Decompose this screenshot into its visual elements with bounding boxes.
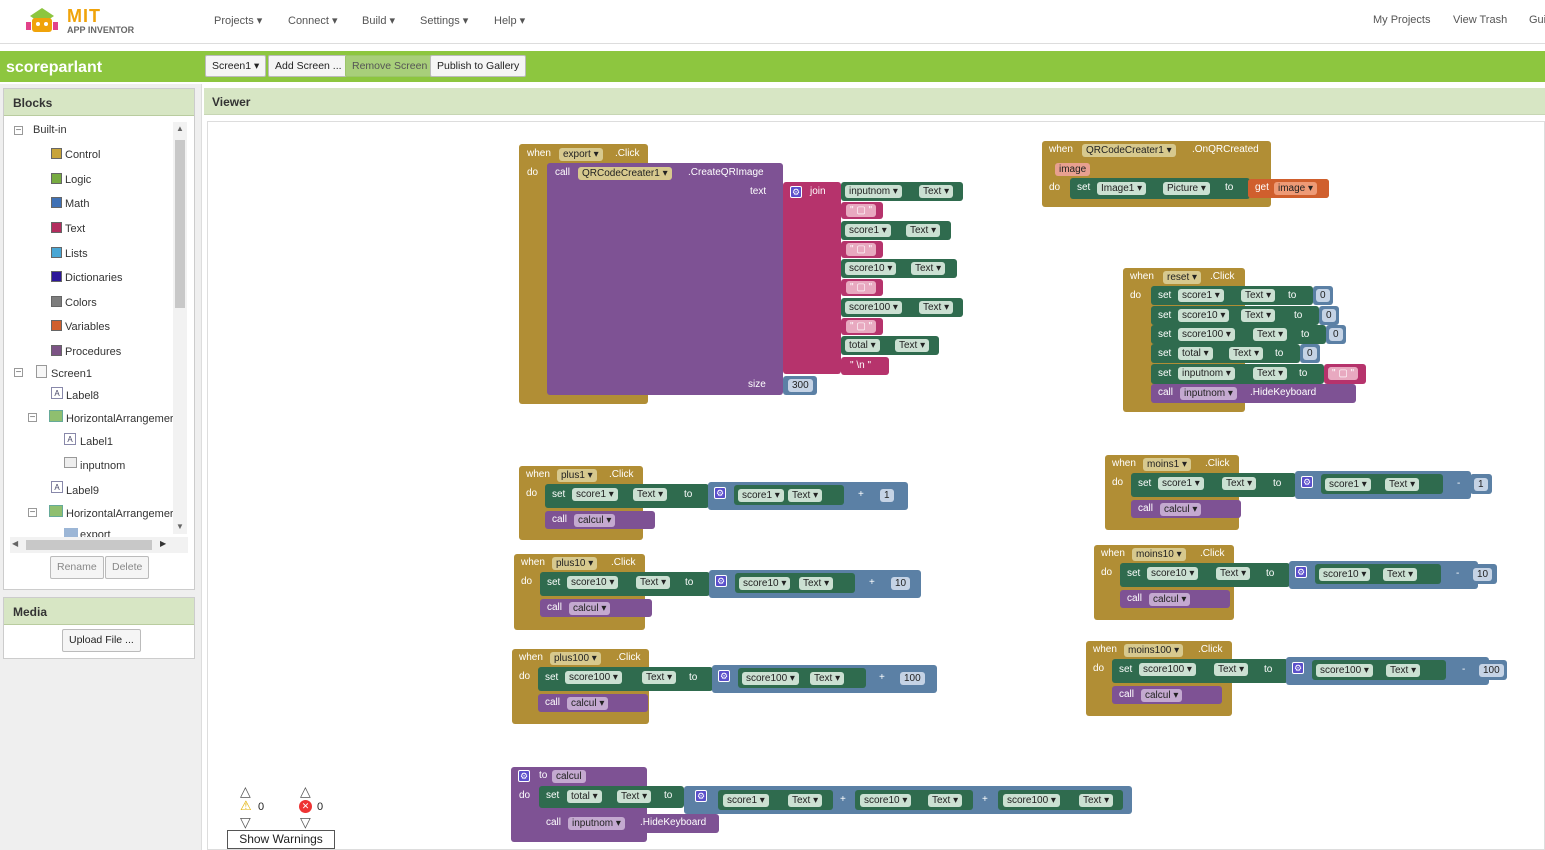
category-swatch-icon — [51, 222, 62, 233]
robot-logo-icon — [26, 8, 58, 32]
media-panel: Media Upload File ... — [3, 597, 195, 659]
label-icon: A — [51, 481, 63, 493]
tree-export[interactable]: export — [80, 529, 111, 538]
blocks-panel: Blocks — [3, 88, 195, 590]
arrangement-icon — [49, 505, 63, 517]
category-label: Control — [65, 149, 101, 161]
tree-hscrollbar[interactable]: ◀ ▶ — [10, 537, 188, 553]
category-label: Math — [65, 198, 90, 210]
category-variables[interactable]: Variables — [51, 320, 110, 333]
blocks-workspace[interactable] — [207, 121, 1545, 850]
collapse-toggle-icon[interactable]: − — [14, 125, 23, 136]
tree-builtin[interactable]: Built-in — [33, 124, 67, 136]
link-view-trash[interactable]: View Trash — [1453, 14, 1508, 26]
tree-label9[interactable]: Label9 — [66, 485, 100, 497]
category-swatch-icon — [51, 271, 62, 282]
clipped-row: export — [64, 526, 174, 538]
collapse-toggle-icon[interactable]: − — [28, 412, 37, 423]
textbox-icon — [64, 457, 77, 468]
collapse-toggle-icon[interactable]: − — [28, 507, 37, 518]
category-swatch-icon — [51, 345, 62, 356]
menu-projects[interactable]: Projects ▾ — [214, 15, 263, 27]
remove-screen-button[interactable]: Remove Screen — [345, 55, 435, 77]
scroll-down-icon[interactable]: ▼ — [176, 522, 184, 531]
category-label: Variables — [65, 321, 111, 333]
viewer-title: Viewer — [204, 88, 1545, 115]
warn-up-arrow-icon[interactable]: △ — [240, 783, 251, 799]
category-procedures[interactable]: Procedures — [51, 345, 121, 358]
media-panel-title: Media — [4, 598, 194, 625]
upload-file-button[interactable]: Upload File ... — [62, 629, 141, 652]
screen-icon — [36, 365, 47, 378]
category-logic[interactable]: Logic — [51, 173, 91, 186]
category-label: Procedures — [65, 346, 122, 358]
category-label: Logic — [65, 174, 92, 186]
category-swatch-icon — [51, 296, 62, 307]
viewer-panel: Viewer — [204, 88, 1545, 850]
scroll-thumb[interactable] — [26, 540, 152, 550]
scroll-right-icon[interactable]: ▶ — [160, 539, 167, 548]
err-up-arrow-icon[interactable]: △ — [300, 783, 311, 799]
category-label: Lists — [65, 248, 88, 260]
tree-screen1[interactable]: Screen1 — [51, 368, 92, 380]
scroll-thumb[interactable] — [175, 140, 185, 308]
label-icon: A — [64, 433, 76, 445]
error-count: 0 — [317, 801, 324, 813]
category-lists[interactable]: Lists — [51, 247, 88, 260]
category-math[interactable]: Math — [51, 197, 89, 210]
warning-count: 0 — [258, 801, 265, 813]
project-toolbar: scoreparlant Screen1 ▾ Add Screen ... Re… — [0, 51, 1545, 82]
show-warnings-button[interactable]: Show Warnings — [227, 830, 335, 849]
menu-help[interactable]: Help ▾ — [494, 15, 526, 27]
label-icon: A — [51, 387, 63, 399]
category-label: Colors — [65, 297, 97, 309]
scroll-left-icon[interactable]: ◀ — [12, 539, 19, 548]
top-bar: MIT APP INVENTOR Projects ▾ Connect ▾ Bu… — [0, 0, 1545, 44]
button-icon — [64, 528, 78, 538]
link-guide[interactable]: Gui — [1529, 14, 1545, 26]
menu-connect[interactable]: Connect ▾ — [288, 15, 338, 27]
category-label: Dictionaries — [65, 272, 123, 284]
category-colors[interactable]: Colors — [51, 296, 97, 309]
warn-down-arrow-icon[interactable]: ▽ — [240, 814, 251, 830]
tree-label1[interactable]: Label1 — [80, 436, 114, 448]
blocks-panel-title: Blocks — [4, 89, 194, 116]
link-my-projects[interactable]: My Projects — [1373, 14, 1431, 26]
category-dictionaries[interactable]: Dictionaries — [51, 271, 122, 284]
rename-button[interactable]: Rename — [50, 556, 104, 579]
tree-harr1[interactable]: HorizontalArrangemer — [66, 413, 174, 425]
category-text[interactable]: Text — [51, 222, 85, 235]
screen-select[interactable]: Screen1 ▾ — [205, 55, 267, 77]
delete-button[interactable]: Delete — [105, 556, 150, 579]
menu-build[interactable]: Build ▾ — [362, 15, 396, 27]
mit-logo[interactable]: MIT APP INVENTOR — [22, 2, 142, 40]
arrangement-icon — [49, 410, 63, 422]
category-swatch-icon — [51, 197, 62, 208]
category-swatch-icon — [51, 247, 62, 258]
err-down-arrow-icon[interactable]: ▽ — [300, 814, 311, 830]
publish-gallery-button[interactable]: Publish to Gallery — [430, 55, 527, 77]
collapse-toggle-icon[interactable]: − — [14, 367, 23, 378]
category-label: Text — [65, 223, 86, 235]
tree-label8[interactable]: Label8 — [66, 390, 100, 402]
mit-text: MIT — [67, 6, 101, 26]
error-icon: ✕ — [299, 800, 312, 813]
category-control[interactable]: Control — [51, 148, 100, 161]
category-swatch-icon — [51, 148, 62, 159]
menu-settings[interactable]: Settings ▾ — [420, 15, 469, 27]
tree-inputnom[interactable]: inputnom — [80, 460, 126, 472]
category-swatch-icon — [51, 173, 62, 184]
app-inventor-text: APP INVENTOR — [67, 25, 135, 35]
scroll-up-icon[interactable]: ▲ — [176, 124, 184, 133]
add-screen-button[interactable]: Add Screen ... — [268, 55, 349, 77]
tree-vscrollbar[interactable]: ▲ ▼ — [173, 122, 187, 534]
warning-icon: ⚠ — [240, 798, 252, 813]
tree-harr2[interactable]: HorizontalArrangemer — [66, 508, 174, 520]
category-swatch-icon — [51, 320, 62, 331]
project-title: scoreparlant — [6, 59, 103, 76]
